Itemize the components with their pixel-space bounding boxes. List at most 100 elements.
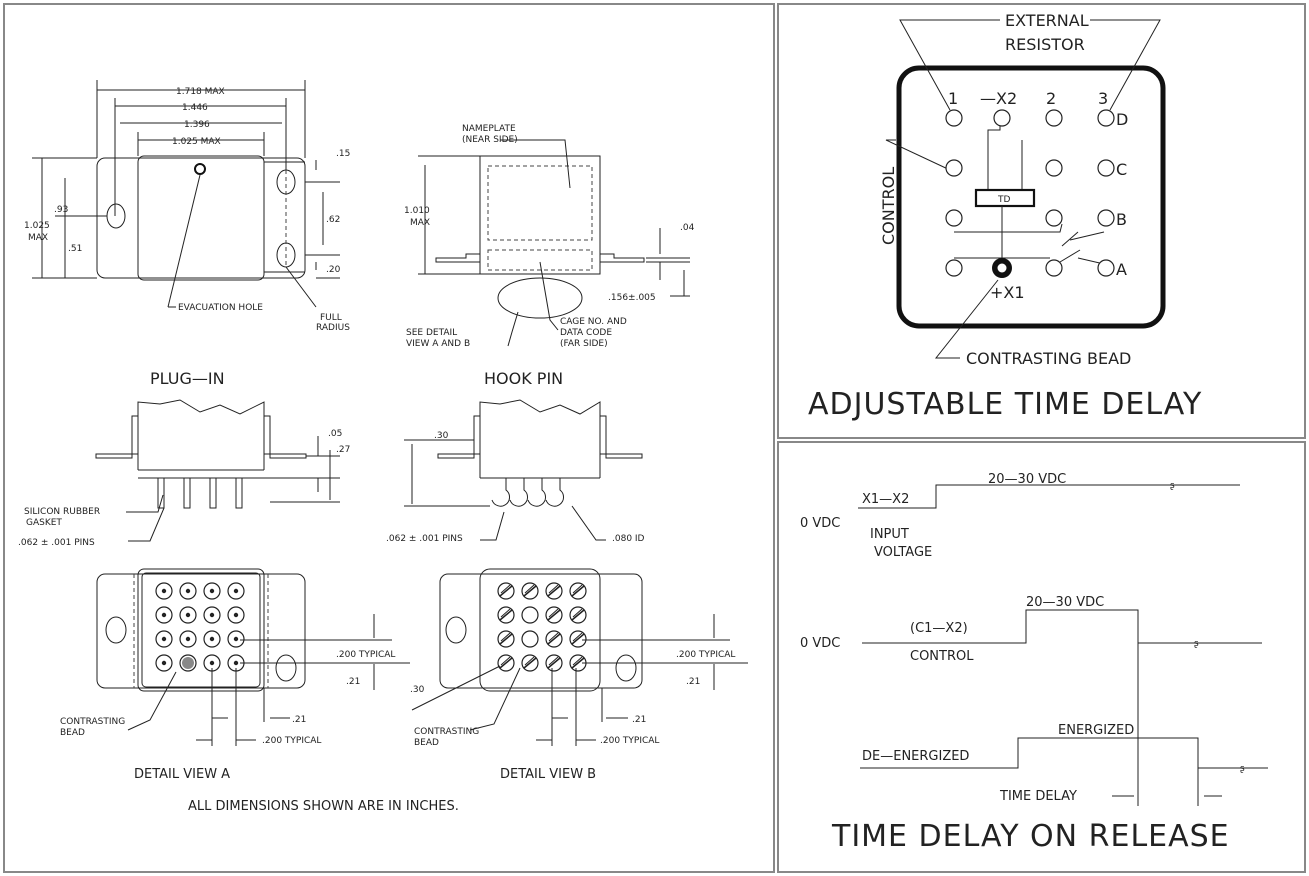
detail-b-pin-slash — [571, 633, 585, 645]
relay-pin — [1045, 159, 1063, 177]
control-label: CONTROL — [910, 649, 974, 664]
detail-a-pin-center — [233, 612, 239, 618]
dim-05: .05 — [328, 429, 342, 439]
dim-62: .62 — [326, 215, 340, 225]
pin-x2-label: —X2 — [980, 89, 1017, 108]
c1-x2-label: (C1—X2) — [910, 621, 968, 636]
detail-a-pin-center — [233, 636, 239, 642]
dim-200-typical-b2: .200 TYPICAL — [600, 736, 659, 746]
dim-1025: 1.025 — [24, 221, 50, 231]
contrasting-bead-label: CONTRASTING BEAD — [966, 349, 1131, 368]
plug-in-side-view — [95, 399, 340, 542]
relay-pin — [1097, 159, 1115, 177]
detail-view-a — [96, 568, 306, 692]
dim-15: .15 — [336, 149, 350, 159]
dim-1010: 1.010 — [404, 206, 430, 216]
hook-pin-title: HOOK PIN — [484, 369, 563, 388]
nameplate-label: NAMEPLATE — [462, 124, 516, 134]
detail-b-pin — [521, 630, 539, 648]
dim-30: .30 — [434, 431, 449, 441]
detail-b-pin-slash — [572, 632, 583, 642]
contrasting-bead-dot — [182, 657, 194, 669]
far-side-label: (FAR SIDE) — [560, 339, 608, 349]
relay-pin — [1045, 259, 1063, 277]
detail-a-pin-center — [161, 588, 167, 594]
detail-b-pin-slash — [523, 585, 537, 597]
data-code-label: DATA CODE — [560, 328, 612, 338]
dim-21-a1: .21 — [346, 677, 360, 687]
dim-51: .51 — [68, 244, 82, 254]
dim-27: .27 — [336, 445, 350, 455]
pin-1-label: 1 — [948, 89, 958, 108]
time-delay-on-release-title: TIME DELAY ON RELEASE — [831, 819, 1230, 854]
cage-no-label: CAGE NO. AND — [560, 317, 627, 327]
mechanical-panel — [3, 3, 775, 873]
zero-vdc-input: 0 VDC — [800, 516, 840, 531]
relay-pin — [945, 159, 963, 177]
detail-b-pin-slash — [547, 585, 561, 597]
svg-text:ʂ: ʂ — [1240, 764, 1245, 774]
dim-1396: 1.396 — [184, 120, 210, 130]
relay-pin — [945, 209, 963, 227]
detail-b-pin-slash — [571, 585, 585, 597]
svg-text:ʂ: ʂ — [1194, 639, 1199, 649]
detail-a-pin-center — [209, 588, 215, 594]
hook-pin-side-view — [404, 399, 643, 541]
timing-panel — [777, 441, 1306, 873]
detail-b-pin-slash — [524, 584, 535, 594]
dim-1718-max: 1.718 MAX — [176, 87, 225, 97]
detail-b-pin-slash — [499, 609, 513, 621]
pins-label-plug-in: .062 ± .001 PINS — [18, 538, 95, 548]
detail-b-pin-slash — [523, 657, 537, 669]
see-detail-label: SEE DETAIL — [406, 328, 457, 338]
detail-b-pin-slash — [547, 633, 561, 645]
detail-b-pin-slash — [571, 657, 585, 669]
detail-a-pin-center — [185, 588, 191, 594]
timing-waveforms: ʂ ʂ ʂ — [858, 481, 1268, 806]
dim-max-hook: MAX — [410, 218, 430, 228]
pin-2-label: 2 — [1046, 89, 1056, 108]
detail-a-pin-center — [233, 660, 239, 666]
gasket-label: GASKET — [26, 518, 62, 528]
relay-pin — [945, 109, 963, 127]
relay-pin — [1097, 259, 1115, 277]
contrasting-bead-b-label: CONTRASTING — [414, 727, 479, 737]
detail-b-pin-slash — [548, 632, 559, 642]
x1-x2-label: X1—X2 — [862, 492, 909, 507]
dim-21-b1: .21 — [686, 677, 700, 687]
detail-a-pin-center — [161, 612, 167, 618]
vdc-range-input: 20—30 VDC — [988, 472, 1066, 487]
detail-a-pin-center — [161, 660, 167, 666]
voltage-label: VOLTAGE — [874, 545, 932, 560]
plug-in-title: PLUG—IN — [150, 369, 225, 388]
input-label: INPUT — [870, 527, 909, 542]
dim-1025-max-width: 1.025 MAX — [172, 137, 221, 147]
detail-b-pin-slash — [524, 656, 535, 666]
detail-b-pin-slash — [572, 608, 583, 618]
vdc-range-control: 20—30 VDC — [1026, 595, 1104, 610]
contrasting-bead-a-label: CONTRASTING — [60, 717, 125, 727]
detail-b-pin-slash — [572, 656, 583, 666]
silicon-rubber-label: SILICON RUBBER — [24, 507, 100, 517]
dim-200-typical-a1: .200 TYPICAL — [336, 650, 395, 660]
dim-max: MAX — [28, 233, 48, 243]
contrasting-bead-center — [997, 263, 1007, 273]
schematic-panel — [777, 3, 1306, 439]
dimensions-note: ALL DIMENSIONS SHOWN ARE IN INCHES. — [188, 799, 459, 814]
relay-pin — [1045, 109, 1063, 127]
detail-a-pin-center — [209, 660, 215, 666]
relay-pin — [1097, 209, 1115, 227]
pin-3-label: 3 — [1098, 89, 1108, 108]
dim-30-b: .30 — [410, 685, 425, 695]
detail-a-pin-center — [209, 612, 215, 618]
detail-a-pin-center — [185, 636, 191, 642]
detail-b-pin — [521, 606, 539, 624]
detail-b-pin-slash — [547, 657, 561, 669]
bead-b-label: BEAD — [414, 738, 439, 748]
hook-pin-top-view — [418, 139, 690, 347]
adjustable-time-delay-title: ADJUSTABLE TIME DELAY — [808, 387, 1202, 422]
de-energized-label: DE—ENERGIZED — [862, 749, 969, 764]
detail-b-pin-slash — [571, 609, 585, 621]
energized-label: ENERGIZED — [1058, 723, 1134, 738]
